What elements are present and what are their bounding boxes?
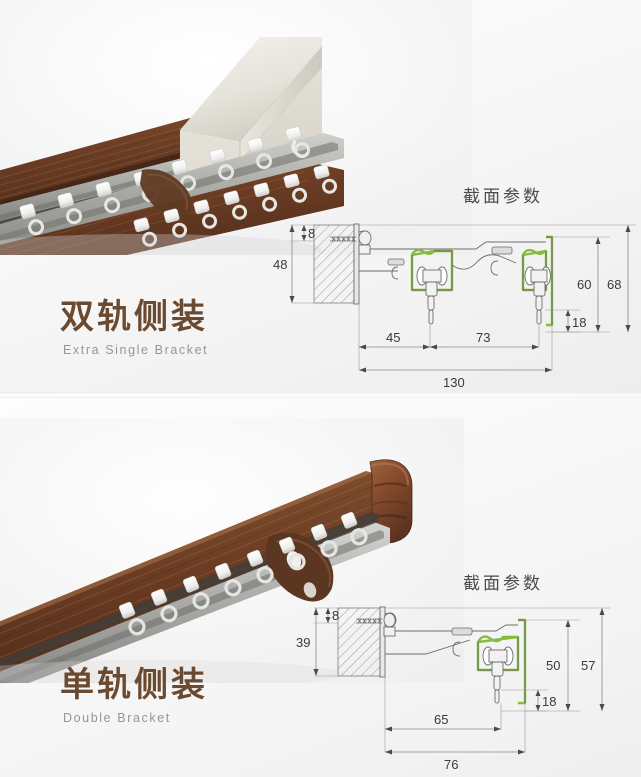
dim-label-18: 18 xyxy=(572,315,586,330)
title-en-single-track: Double Bracket xyxy=(63,711,171,725)
dim-label-45: 45 xyxy=(386,330,400,345)
dim-label-65: 65 xyxy=(434,712,448,727)
rail-profile-right xyxy=(521,235,554,327)
screw-fastener xyxy=(330,236,356,242)
drawing-title-single-track: 截面参数 xyxy=(463,574,543,594)
title-block-double-track: 双轨侧装 Extra Single Bracket xyxy=(60,300,208,357)
title-en-double-track: Extra Single Bracket xyxy=(63,343,209,357)
product-photo-single-track xyxy=(0,418,464,683)
dim-label-68: 68 xyxy=(607,277,621,292)
dim-label-57: 57 xyxy=(581,658,595,673)
dimension-lines xyxy=(313,607,610,755)
section-double-track: 双轨侧装 Extra Single Bracket 截面参数 xyxy=(0,0,641,392)
title-block-single-track: 单轨侧装 Double Bracket xyxy=(60,668,208,725)
dim-label-50: 50 xyxy=(546,658,560,673)
rail-profile-left xyxy=(387,248,454,325)
product-photo-double-track xyxy=(0,0,472,255)
dim-label-18b: 18 xyxy=(542,694,556,709)
dim-label-130: 130 xyxy=(443,375,465,390)
dim-label-73: 73 xyxy=(476,330,490,345)
title-cn-double-track: 双轨侧装 xyxy=(60,297,208,337)
screw-fastener xyxy=(356,618,382,624)
cross-section-drawing-single-track: 8 39 65 76 18 50 57 xyxy=(280,598,641,776)
dim-label-76: 76 xyxy=(444,757,458,772)
dim-label-8: 8 xyxy=(308,226,315,241)
drawing-title-double-track: 截面参数 xyxy=(463,187,543,207)
dim-label-39: 39 xyxy=(296,635,310,650)
section-single-track: 单轨侧装 Double Bracket 截面参数 xyxy=(0,398,641,777)
dim-label-60: 60 xyxy=(577,277,591,292)
section-divider xyxy=(0,392,641,398)
wall-hatch xyxy=(313,223,360,305)
dim-label-8b: 8 xyxy=(332,608,339,623)
rail-profile xyxy=(476,618,527,705)
dimension-lines xyxy=(289,224,636,373)
dim-label-48: 48 xyxy=(273,257,287,272)
cross-section-drawing-double-track: 8 48 45 73 130 18 60 68 xyxy=(273,215,641,390)
wall-hatch xyxy=(337,606,386,678)
title-cn-single-track: 单轨侧装 xyxy=(60,665,208,705)
